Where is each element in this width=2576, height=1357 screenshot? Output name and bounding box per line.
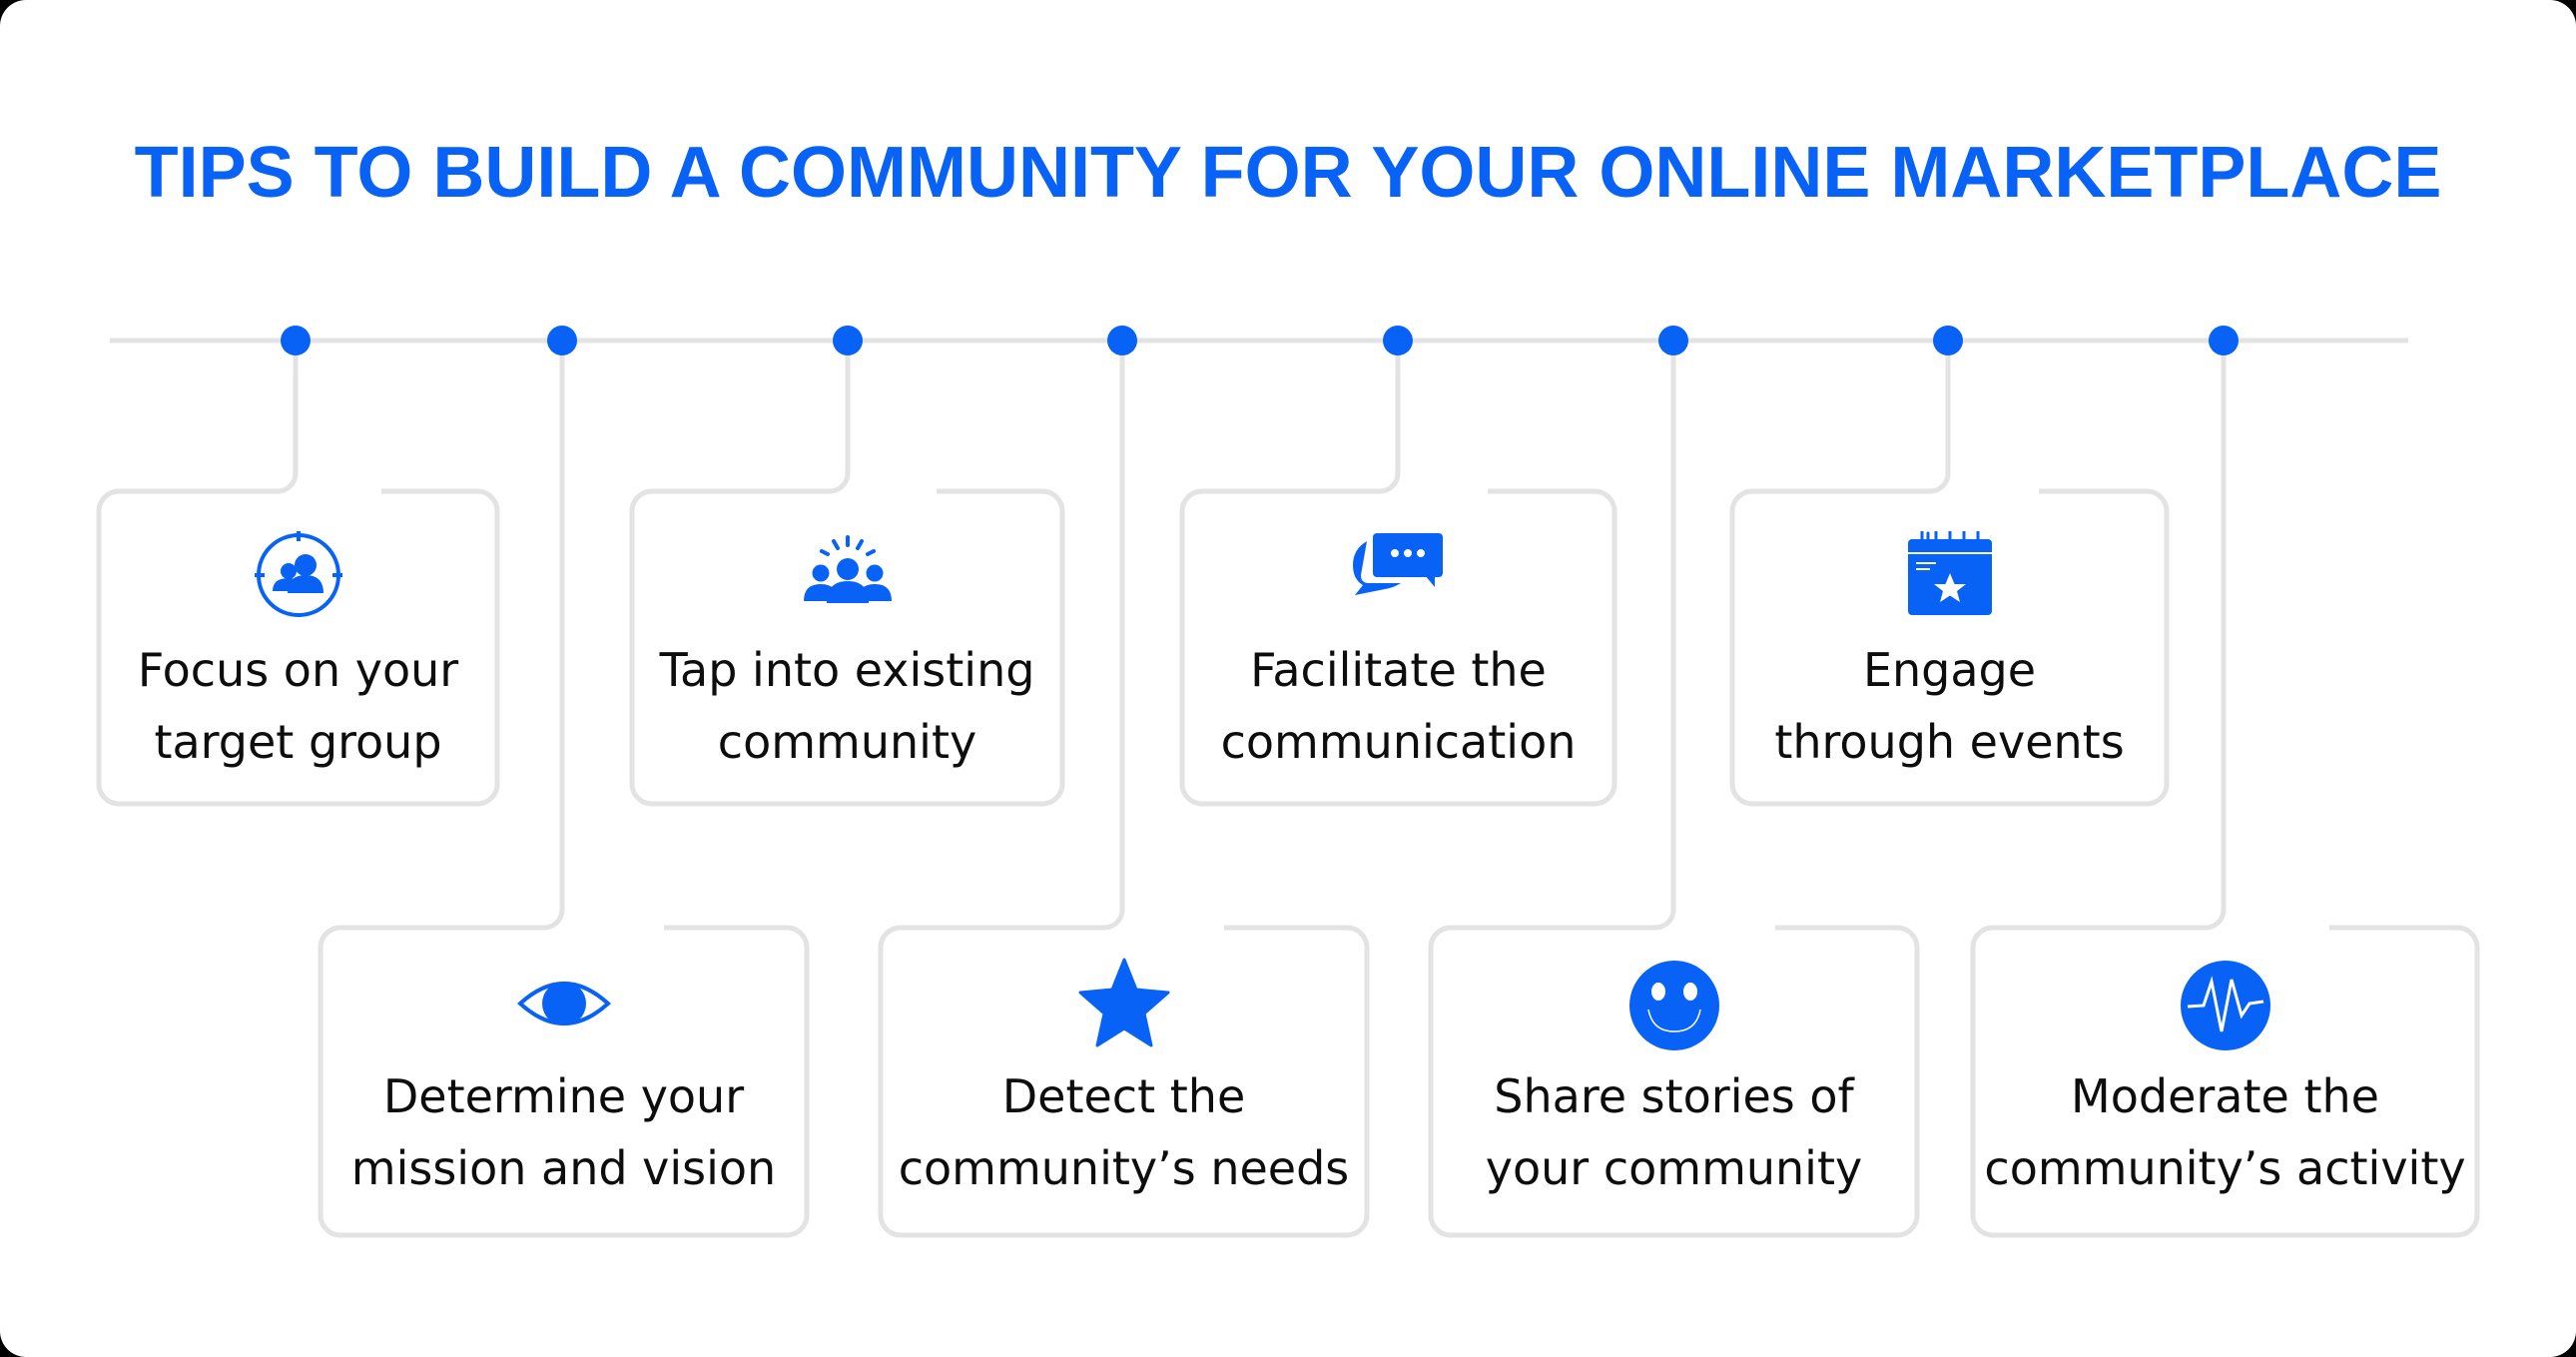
timeline-dot-2 bbox=[547, 326, 577, 355]
step-card-1: Focus on your target group bbox=[99, 491, 497, 804]
step-card-2: Determine your mission and vision bbox=[321, 928, 807, 1235]
step-text-line: community’s activity bbox=[1984, 1141, 2466, 1195]
eye-icon bbox=[516, 982, 611, 1025]
step-text-line: target group bbox=[154, 715, 442, 769]
card-border-3 bbox=[629, 340, 1065, 807]
card-border-6 bbox=[1428, 340, 1920, 1238]
timeline-dot-3 bbox=[833, 326, 863, 355]
step-card-4: Detect the community’s needs bbox=[881, 928, 1367, 1235]
page-title: TIPS TO BUILD A COMMUNITY FOR YOUR ONLIN… bbox=[134, 133, 2442, 213]
card-border-2 bbox=[318, 340, 810, 1238]
step-card-6: Share stories of your community bbox=[1431, 928, 1917, 1235]
step-text-line: Facilitate the bbox=[1250, 643, 1547, 697]
timeline-dot-4 bbox=[1107, 326, 1137, 355]
community-group-icon bbox=[803, 535, 892, 603]
step-text-line: community’s needs bbox=[898, 1141, 1350, 1195]
step-card-5: Facilitate the communication bbox=[1182, 491, 1614, 804]
step-text-line: Focus on your bbox=[137, 643, 459, 697]
timeline-dot-7 bbox=[1933, 326, 1963, 355]
activity-pulse-icon bbox=[2180, 961, 2270, 1050]
step-card-8: Moderate the community’s activity bbox=[1973, 928, 2477, 1235]
step-text-line: Share stories of bbox=[1494, 1069, 1854, 1123]
corner-mark bbox=[2524, 1305, 2576, 1357]
smiley-icon bbox=[1628, 961, 1719, 1050]
step-text-line: communication bbox=[1220, 715, 1577, 769]
step-text-line: Engage bbox=[1862, 643, 2037, 697]
corner-mark bbox=[2524, 0, 2576, 52]
step-card-7: Engage through events bbox=[1732, 491, 2167, 804]
step-text-line: your community bbox=[1485, 1141, 1863, 1195]
step-text-line: Determine your bbox=[382, 1069, 745, 1123]
timeline-dot-8 bbox=[2209, 326, 2239, 355]
step-text-line: through events bbox=[1774, 715, 2125, 769]
step-text-line: community bbox=[717, 715, 977, 769]
timeline-dot-6 bbox=[1658, 326, 1688, 355]
card-border-4 bbox=[878, 340, 1370, 1238]
card-border-8 bbox=[1970, 340, 2480, 1238]
timeline-dot-1 bbox=[281, 326, 311, 355]
card-border-1 bbox=[96, 340, 500, 807]
card-border-7 bbox=[1729, 340, 2170, 807]
corner-mark bbox=[0, 0, 52, 52]
step-text-line: Tap into existing bbox=[659, 643, 1035, 697]
chat-bubbles-icon bbox=[1352, 533, 1443, 595]
timeline-dot-5 bbox=[1383, 326, 1413, 355]
target-group-icon bbox=[254, 531, 342, 617]
calendar-star-icon bbox=[1907, 531, 1992, 615]
card-border-5 bbox=[1179, 340, 1617, 807]
corner-mark bbox=[0, 1305, 52, 1357]
step-text-line: Detect the bbox=[1001, 1069, 1246, 1123]
step-text-line: mission and vision bbox=[350, 1141, 777, 1195]
step-text-line: Moderate the bbox=[2071, 1069, 2379, 1123]
step-card-3: Tap into existing community bbox=[632, 491, 1062, 804]
star-icon bbox=[1078, 958, 1169, 1047]
